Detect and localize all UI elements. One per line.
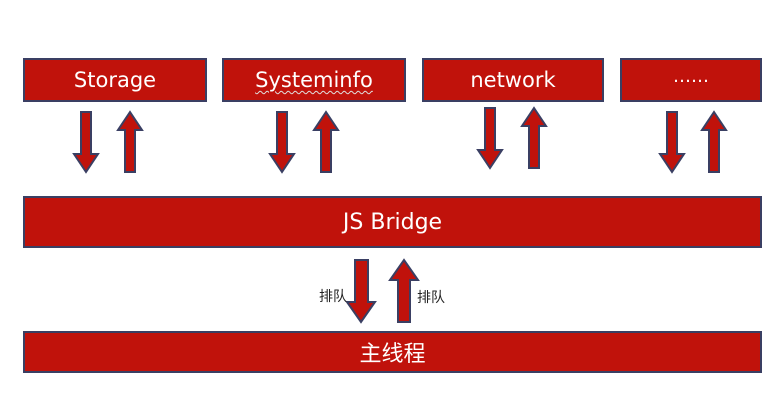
arrow-up-storage: [117, 111, 143, 173]
main-thread: 主线程: [23, 331, 762, 373]
arrow-up-more: [701, 111, 727, 173]
queue-label-left: 排队: [319, 289, 347, 305]
module-storage: Storage: [23, 58, 207, 102]
module-systeminfo: Systeminfo: [222, 58, 406, 102]
module-systeminfo-label: Systeminfo: [255, 68, 373, 92]
arrow-up-network: [521, 107, 547, 169]
arrow-down-storage: [73, 111, 99, 173]
js-bridge: JS Bridge: [23, 196, 762, 248]
arrow-down-more: [659, 111, 685, 173]
arrow-down-network: [477, 107, 503, 169]
arrow-up-queue: [388, 258, 420, 323]
main-thread-label: 主线程: [359, 342, 426, 367]
arrow-up-systeminfo: [313, 111, 339, 173]
arrow-down-systeminfo: [269, 111, 295, 173]
arrow-down-queue: [345, 259, 377, 324]
queue-label-right: 排队: [417, 290, 445, 306]
js-bridge-label: JS Bridge: [342, 209, 443, 235]
module-more-label: ……: [673, 65, 709, 87]
module-more: ……: [620, 58, 762, 102]
module-storage-label: Storage: [73, 68, 157, 92]
module-network-label: network: [470, 68, 556, 92]
module-network: network: [422, 58, 604, 102]
